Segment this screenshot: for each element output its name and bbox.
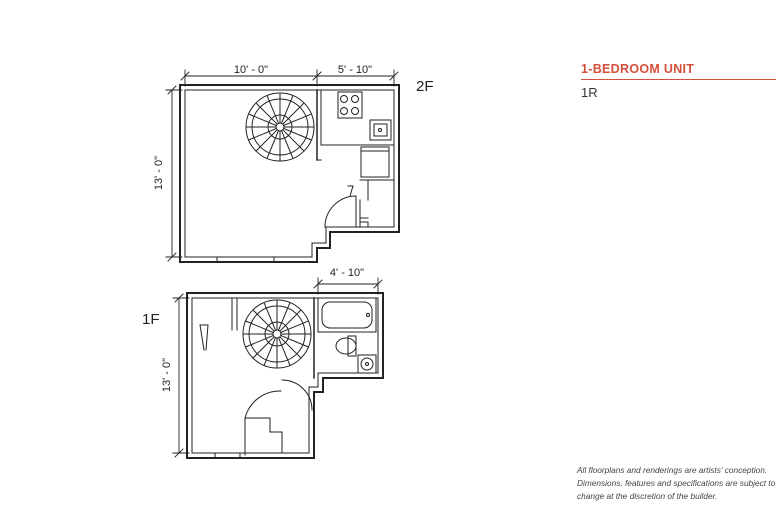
- sink-icon: [369, 119, 392, 141]
- upper-dim-top-left: 10' - 0": [234, 64, 268, 76]
- upper-floor-plan: [165, 69, 400, 263]
- lower-dimension-lines: [172, 277, 383, 458]
- disclaimer: All floorplans and renderings are artist…: [577, 464, 777, 503]
- unit-code: 1R: [581, 85, 598, 100]
- door-swing-icon: [324, 185, 357, 228]
- lower-dim-side: 13' - 0": [161, 358, 173, 392]
- kitchen-fixtures: [320, 89, 395, 228]
- bathtub-icon: [317, 297, 377, 333]
- lower-walls: [186, 292, 384, 459]
- fridge-icon: [360, 146, 390, 178]
- disclaimer-line: All floorplans and renderings are artist…: [577, 465, 768, 475]
- door-swing-icon: [244, 379, 313, 456]
- floor-label-2f: 2F: [416, 78, 434, 95]
- upper-walls: [179, 84, 400, 263]
- lavatory-icon: [357, 354, 377, 374]
- floor-label-1f: 1F: [142, 311, 160, 328]
- lower-dim-top: 4' - 10": [330, 267, 364, 279]
- disclaimer-line: Dimensions, features and specifications …: [577, 478, 776, 488]
- upper-dimension-lines: [165, 69, 399, 262]
- spiral-stair-icon: [242, 299, 312, 369]
- stove-icon: [337, 91, 363, 119]
- disclaimer-line: change at the discretion of the builder.: [577, 491, 718, 501]
- spiral-stair-icon: [245, 92, 315, 162]
- upper-dim-side: 13' - 0": [153, 156, 165, 190]
- toilet-icon: [335, 335, 357, 357]
- lower-floor-plan: [172, 277, 384, 459]
- closet-icon: [199, 324, 209, 351]
- upper-dim-top-right: 5' - 10": [338, 64, 372, 76]
- unit-title: 1-BEDROOM UNIT: [581, 62, 776, 80]
